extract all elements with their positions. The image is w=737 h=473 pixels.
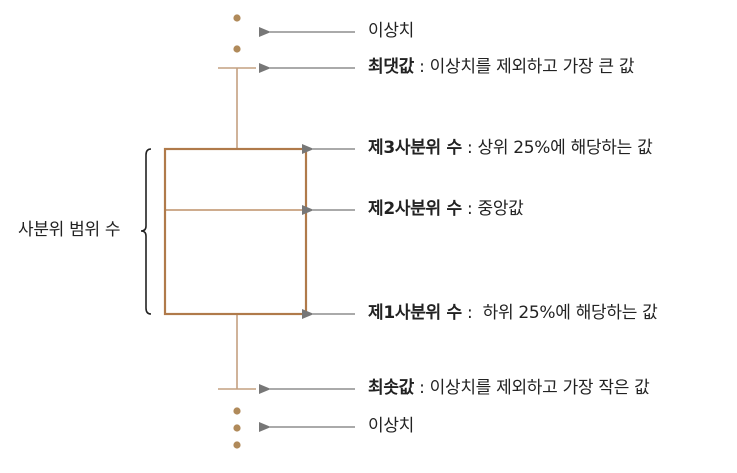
iqr-bracket	[140, 148, 152, 315]
label-max: 최댓값 : 이상치를 제외하고 가장 큰 값	[368, 59, 634, 76]
label-min: 최솟값 : 이상치를 제외하고 가장 작은 값	[368, 380, 650, 397]
outlier-dot-top-2	[233, 45, 241, 53]
label-min-term: 최솟값	[368, 378, 415, 398]
label-outlier-top-text: 이상치	[368, 21, 415, 41]
label-min-desc: : 이상치를 제외하고 가장 작은 값	[414, 378, 650, 398]
label-iqr: 사분위 범위 수	[18, 220, 121, 240]
label-max-term: 최댓값	[368, 57, 415, 77]
label-q1-term: 제1사분위 수	[368, 303, 462, 323]
outlier-dot-bottom-3	[233, 441, 241, 449]
outlier-dot-bottom-2	[233, 424, 241, 432]
outlier-dot-bottom-1	[233, 407, 241, 415]
label-q1: 제1사분위 수 : 하위 25%에 해당하는 값	[368, 305, 658, 322]
label-median-desc: : 중앙값	[461, 199, 524, 219]
iqr-box	[163, 147, 308, 316]
label-outlier-bottom: 이상치	[368, 418, 414, 435]
label-q3-desc: : 상위 25%에 해당하는 값	[461, 138, 653, 158]
outlier-dot-top-1	[233, 14, 241, 22]
label-q3-term: 제3사분위 수	[368, 138, 462, 158]
label-iqr-text: 사분위 범위 수	[18, 220, 121, 240]
label-median: 제2사분위 수 : 중앙값	[368, 201, 524, 218]
label-median-term: 제2사분위 수	[368, 199, 462, 219]
label-q3: 제3사분위 수 : 상위 25%에 해당하는 값	[368, 138, 653, 158]
label-max-desc: : 이상치를 제외하고 가장 큰 값	[414, 57, 635, 77]
label-q1-desc: : 하위 25%에 해당하는 값	[461, 303, 658, 323]
label-outlier-top: 이상치	[368, 23, 414, 40]
label-outlier-bottom-text: 이상치	[368, 416, 415, 436]
